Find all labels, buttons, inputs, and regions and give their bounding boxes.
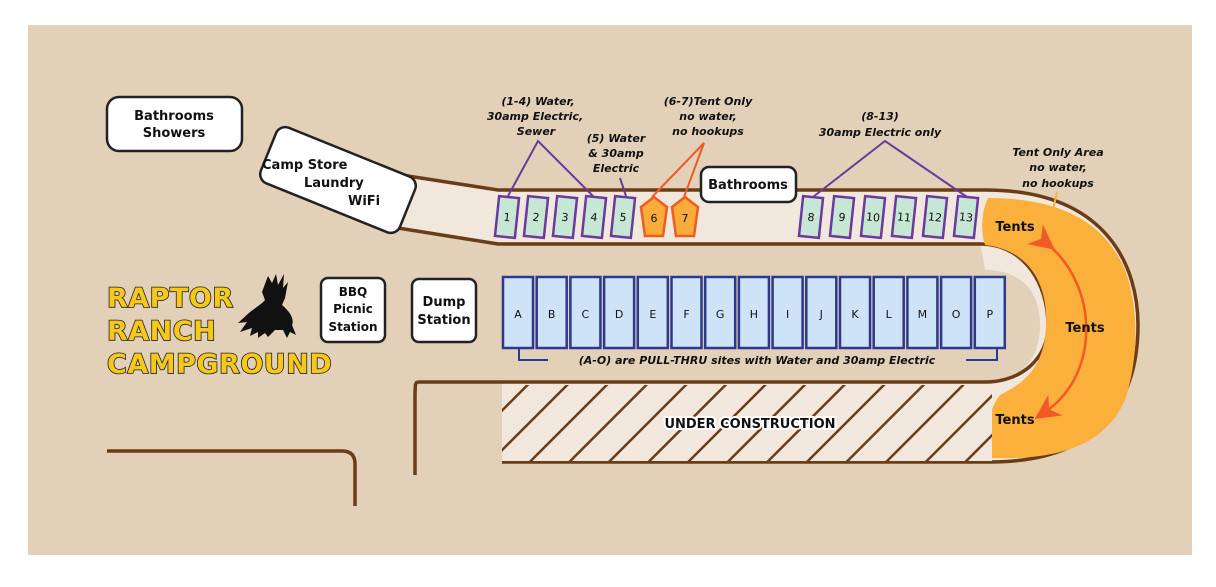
site-letter: E (649, 308, 656, 321)
site-number: 3 (561, 211, 569, 225)
campsite-13[interactable]: 13 (954, 196, 978, 238)
campsite-5[interactable]: 5 (611, 196, 635, 238)
picnic-label: Picnic (333, 302, 373, 316)
pull-thru-site-H[interactable]: H (739, 277, 769, 348)
tents-label-bottom: Tents (995, 413, 1034, 428)
campsite-11[interactable]: 11 (892, 196, 916, 238)
site-number: 6 (651, 212, 658, 225)
title-line-3: CAMPGROUND (107, 349, 332, 380)
pull-thru-site-J[interactable]: J (806, 277, 836, 348)
campsite-1[interactable]: 1 (495, 196, 519, 238)
svg-text:(8-13): (8-13) (861, 110, 899, 123)
site-letter: K (851, 308, 859, 321)
site-number: 11 (896, 210, 911, 224)
pull-thru-site-D[interactable]: D (604, 277, 634, 348)
title-line-1: RAPTOR (107, 283, 234, 314)
site-letter: L (886, 308, 893, 321)
construction-label: UNDER CONSTRUCTION (664, 417, 835, 432)
pull-thru-site-P[interactable]: P (975, 277, 1005, 348)
pull-thru-site-E[interactable]: E (638, 277, 668, 348)
campsite-12[interactable]: 12 (923, 196, 947, 238)
bathrooms-label: Bathrooms (134, 109, 214, 124)
site-number: 9 (838, 211, 846, 225)
tents-label-top: Tents (995, 220, 1034, 235)
svg-text:& 30amp: & 30amp (588, 147, 644, 160)
pull-thru-site-G[interactable]: G (705, 277, 735, 348)
site-letter: I (786, 308, 789, 321)
site-number: 2 (532, 211, 540, 225)
bbq-label: BBQ (339, 285, 368, 299)
campsite-2[interactable]: 2 (524, 196, 548, 238)
building-bathrooms-top[interactable]: Bathrooms (701, 167, 796, 202)
building-bathrooms-showers[interactable]: Bathrooms Showers (107, 97, 242, 151)
site-letter: O (952, 308, 961, 321)
dump-label: Dump (423, 295, 466, 310)
svg-text:(5) Water: (5) Water (587, 132, 646, 145)
site-letter: H (750, 308, 758, 321)
station-label: Station (328, 320, 377, 334)
campsite-8[interactable]: 8 (799, 196, 823, 238)
site-number: 10 (865, 210, 880, 224)
pull-thru-site-O[interactable]: O (941, 277, 971, 348)
tent-site-7[interactable]: 7 (672, 197, 698, 236)
site-number: 1 (503, 211, 511, 225)
campsite-9[interactable]: 9 (830, 196, 854, 238)
svg-text:no water,: no water, (1029, 161, 1087, 174)
showers-label: Showers (143, 126, 206, 141)
site-letter: C (582, 308, 590, 321)
campsite-3[interactable]: 3 (553, 196, 577, 238)
svg-text:30amp Electric only: 30amp Electric only (819, 126, 942, 139)
tent-site-6[interactable]: 6 (641, 197, 667, 236)
wifi-label: WiFi (348, 194, 380, 209)
svg-text:(A-O) are PULL-THRU sites with: (A-O) are PULL-THRU sites with Water and… (579, 354, 936, 367)
pull-thru-site-L[interactable]: L (874, 277, 904, 348)
svg-text:(1-4) Water,: (1-4) Water, (501, 95, 574, 108)
site-letter: A (514, 308, 522, 321)
pull-thru-site-F[interactable]: F (672, 277, 702, 348)
campsite-4[interactable]: 4 (582, 196, 606, 238)
site-letter: D (615, 308, 623, 321)
pull-thru-site-A[interactable]: A (503, 277, 533, 348)
building-bbq[interactable]: BBQ Picnic Station (321, 278, 385, 342)
site-number: 8 (807, 211, 815, 225)
site-number: 4 (590, 211, 598, 225)
camp-store-label: Camp Store (262, 158, 348, 173)
site-letter: P (986, 308, 993, 321)
svg-text:no hookups: no hookups (1022, 177, 1094, 190)
svg-text:Sewer: Sewer (517, 125, 556, 138)
site-letter: B (548, 308, 556, 321)
site-number: 5 (619, 211, 627, 225)
svg-text:(6-7)Tent Only: (6-7)Tent Only (664, 95, 753, 108)
svg-text:Tent Only Area: Tent Only Area (1012, 146, 1103, 159)
site-letter: G (716, 308, 725, 321)
bathrooms-top-label: Bathrooms (708, 178, 788, 193)
tents-label-middle: Tents (1065, 321, 1104, 336)
pull-thru-site-C[interactable]: C (570, 277, 600, 348)
pull-thru-sites: ABCDEFGHIJKLMOP (503, 277, 1005, 348)
svg-text:Electric: Electric (593, 162, 640, 175)
site-letter: J (819, 308, 823, 321)
svg-text:no hookups: no hookups (672, 125, 744, 138)
svg-text:30amp Electric,: 30amp Electric, (487, 110, 583, 123)
dump-station-label: Station (417, 313, 470, 328)
site-number: 13 (958, 210, 973, 224)
site-number: 12 (927, 210, 942, 224)
pull-thru-site-I[interactable]: I (773, 277, 803, 348)
pull-thru-site-K[interactable]: K (840, 277, 870, 348)
site-letter: F (683, 308, 689, 321)
svg-text:no water,: no water, (679, 110, 737, 123)
campsite-10[interactable]: 10 (861, 196, 885, 238)
pull-thru-site-M[interactable]: M (907, 277, 937, 348)
pull-thru-site-B[interactable]: B (537, 277, 567, 348)
site-letter: M (918, 308, 928, 321)
laundry-label: Laundry (304, 176, 364, 191)
building-dump-station[interactable]: Dump Station (412, 279, 476, 342)
title-line-2: RANCH (107, 316, 216, 347)
site-number: 7 (682, 212, 689, 225)
